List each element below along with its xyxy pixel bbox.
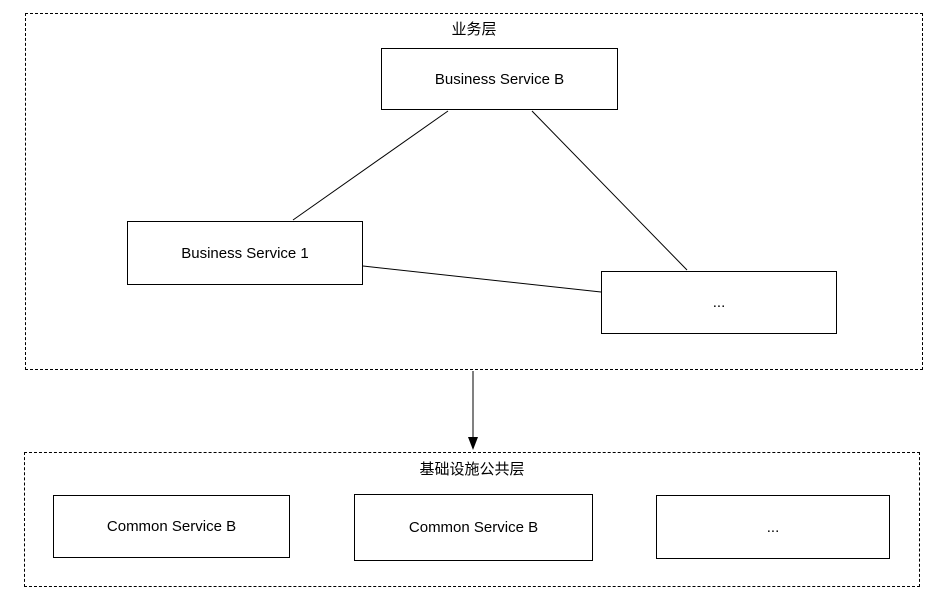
business-layer-title: 业务层 — [451, 21, 497, 38]
node-business-service-1: Business Service 1 — [127, 221, 363, 285]
node-business-ellipsis: ... — [601, 271, 837, 334]
arrow-head-icon — [468, 437, 478, 450]
node-common-service-b-2: Common Service B — [354, 494, 593, 561]
node-business-service-b: Business Service B — [381, 48, 618, 110]
business-layer-container: 业务层 — [25, 13, 923, 370]
infrastructure-layer-container: 基础设施公共层 — [24, 452, 920, 587]
node-common-service-b-1: Common Service B — [53, 495, 290, 558]
infrastructure-layer-title: 基础设施公共层 — [419, 461, 525, 478]
node-infra-ellipsis: ... — [656, 495, 890, 559]
